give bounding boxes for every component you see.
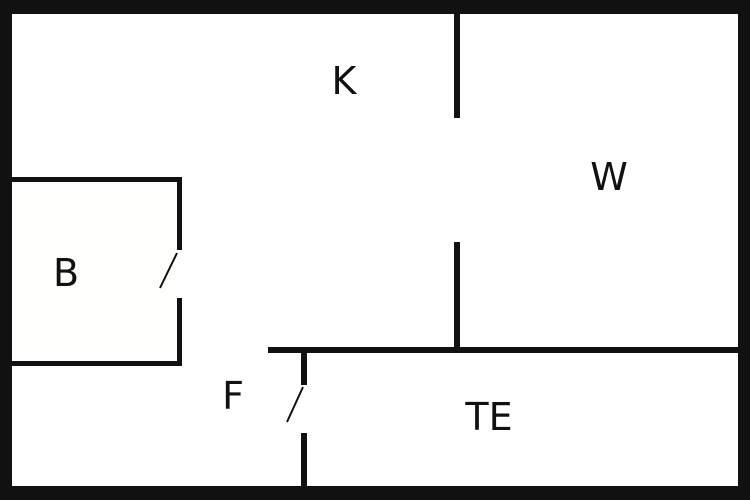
bathroom-right-wall-lower — [177, 298, 182, 366]
room-label-hall: F — [222, 374, 244, 418]
bathroom-right-wall-upper — [177, 177, 182, 250]
terrace-left-wall-lower — [301, 433, 307, 488]
terrace-top-wall — [268, 347, 740, 353]
bathroom-bottom-wall — [10, 361, 182, 366]
room-label-bath: B — [53, 251, 79, 295]
kitchen-living-wall-lower — [454, 242, 460, 352]
room-label-kitchen: K — [332, 59, 358, 103]
terrace-left-wall-upper — [301, 347, 307, 385]
kitchen-living-wall-upper — [454, 12, 460, 118]
bathroom-door — [159, 252, 178, 289]
room-label-terrace: TE — [464, 395, 512, 439]
terrace-door — [286, 386, 304, 423]
bathroom-top-wall — [10, 177, 182, 182]
bathroom-floor — [12, 181, 178, 362]
room-label-living: W — [590, 155, 628, 199]
